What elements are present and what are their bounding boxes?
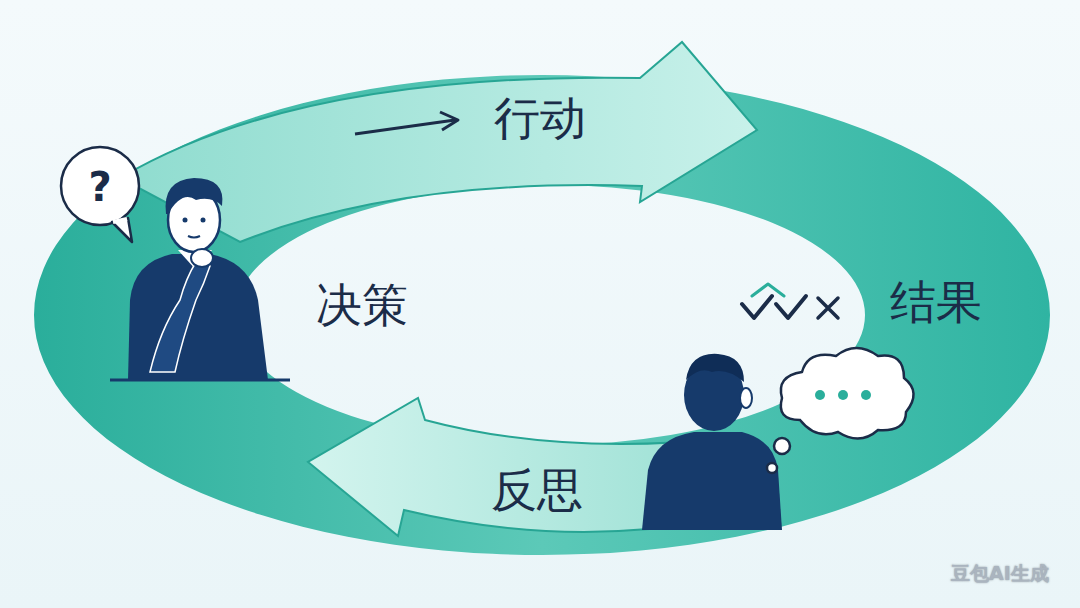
small-arrow (355, 112, 458, 134)
stage-label: 反思 (491, 465, 583, 516)
result-marks (742, 284, 838, 318)
stage-label: 结果 (890, 277, 982, 328)
reflecting-person (642, 354, 782, 530)
thinking-person (110, 178, 290, 380)
watermark: 豆包AI生成 (951, 563, 1049, 584)
question-mark: ? (88, 165, 111, 209)
thought-cloud (767, 348, 914, 473)
thought-dots (815, 390, 871, 400)
stage-label: 决策 (316, 280, 408, 331)
speech-bubble (61, 145, 149, 244)
stage-label: 行动 (494, 93, 586, 144)
